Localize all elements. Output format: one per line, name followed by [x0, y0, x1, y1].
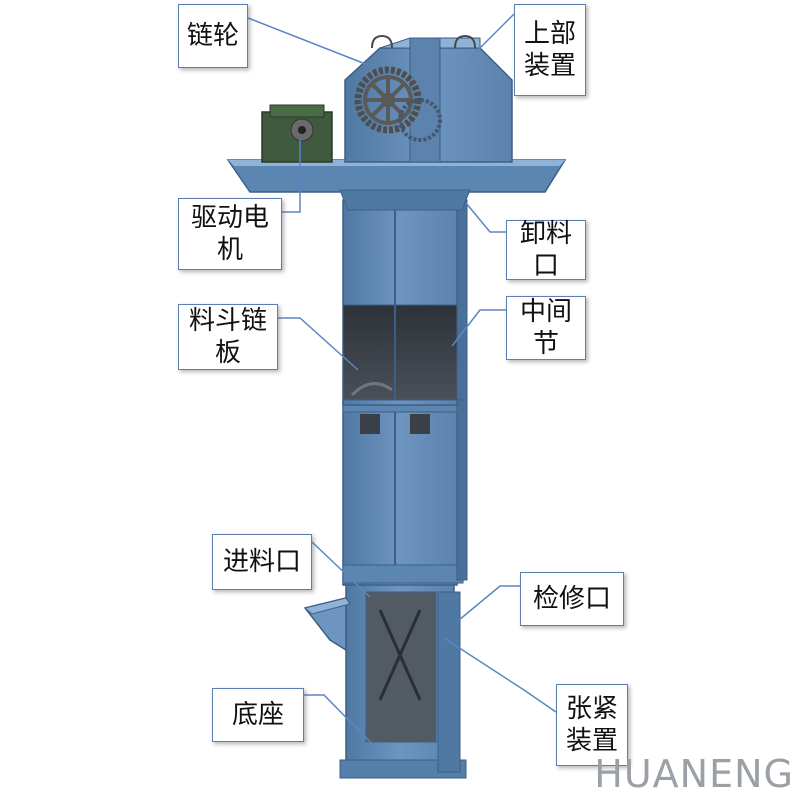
leader-bucket-chain-plate — [278, 317, 359, 371]
leader-drive-motor — [282, 140, 301, 213]
base-section — [339, 579, 467, 779]
leader-inspection-port — [458, 585, 520, 621]
drive-motor — [261, 104, 333, 163]
label-upper-device: 上部 装置 — [514, 4, 586, 96]
label-feed-port: 进料口 — [212, 534, 312, 590]
lower-section — [342, 397, 468, 586]
label-discharge-port: 卸料口 — [506, 219, 586, 281]
label-middle-section: 中间节 — [506, 296, 586, 360]
leader-sprocket — [247, 17, 369, 66]
label-inspection-port: 检修口 — [520, 572, 624, 626]
leader-discharge-port — [465, 202, 506, 233]
middle-section — [342, 199, 468, 406]
leader-base — [304, 694, 381, 753]
label-tensioning-device: 张紧 装置 — [556, 684, 628, 766]
sprocket-wheel — [354, 66, 442, 142]
leader-tensioning-device — [443, 637, 557, 713]
label-drive-motor: 驱动电机 — [178, 198, 282, 270]
feed-hopper — [303, 597, 351, 652]
leader-middle-section — [451, 309, 506, 347]
watermark-text: HUANENG — [594, 752, 794, 796]
label-bucket-chain-plate: 料斗链板 — [178, 304, 278, 370]
label-sprocket: 链轮 — [178, 4, 248, 68]
leader-lines — [247, 13, 557, 753]
leader-feed-port — [311, 541, 371, 598]
leader-upper-device — [469, 13, 515, 59]
label-base: 底座 — [212, 688, 304, 742]
